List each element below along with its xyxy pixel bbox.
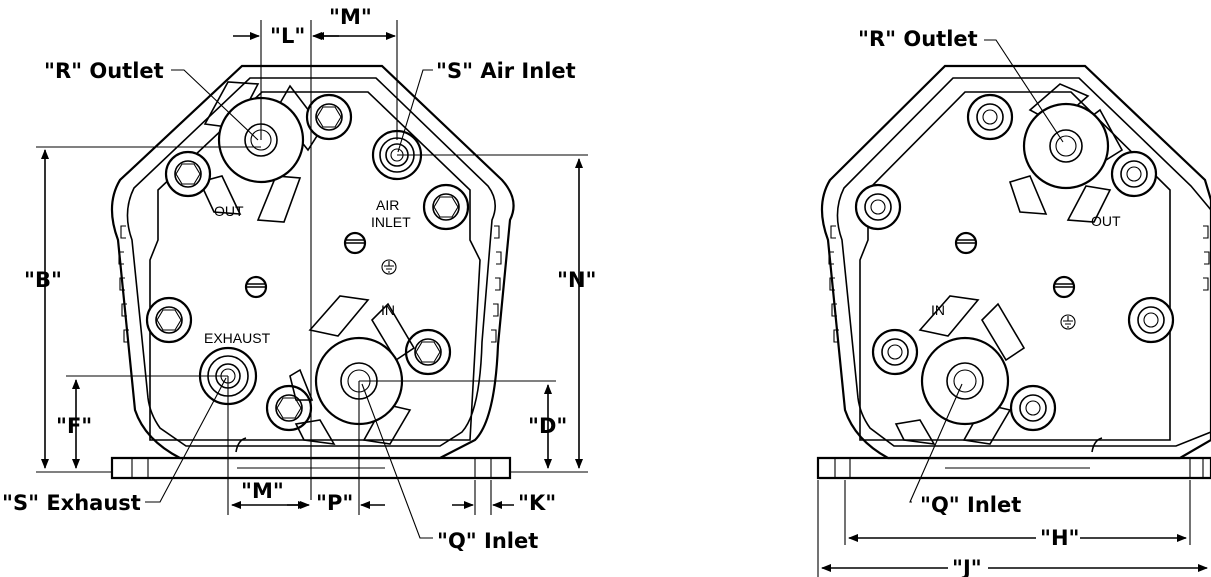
label-H: "H" — [1040, 526, 1079, 550]
left-screw — [244, 275, 268, 299]
left-housing-inner — [126, 77, 496, 447]
right-bolt — [1110, 150, 1158, 198]
marking-out: OUT — [214, 203, 244, 219]
right-screw — [1052, 275, 1076, 299]
label-D: "D" — [528, 414, 567, 438]
left-pump-view: OUT AIR INLET EXHAUST IN — [36, 20, 588, 539]
left-bolt — [305, 93, 353, 141]
right-pump-view: OUT IN — [816, 39, 1211, 577]
label-J: "J" — [952, 556, 982, 577]
marking-out-right: OUT — [1091, 213, 1121, 229]
left-screw — [343, 231, 367, 255]
label-F: "F" — [56, 414, 92, 438]
label-r-outlet-right: "R" Outlet — [858, 27, 978, 51]
label-r-outlet-left: "R" Outlet — [44, 59, 164, 83]
left-bolt — [164, 150, 212, 198]
left-bolt — [265, 384, 313, 432]
label-K: "K" — [518, 491, 556, 515]
marking-in-right: IN — [931, 302, 945, 318]
label-s-air-inlet: "S" Air Inlet — [436, 59, 576, 83]
label-s-exhaust: "S" Exhaust — [2, 491, 141, 515]
label-M-bottom: "M" — [241, 479, 284, 503]
label-q-inlet-left: "Q" Inlet — [437, 529, 538, 553]
marking-inlet: INLET — [371, 214, 411, 230]
label-M-top: "M" — [329, 5, 372, 29]
left-front-plate — [149, 91, 481, 441]
label-q-inlet-right: "Q" Inlet — [920, 493, 1021, 517]
right-bolt — [1009, 384, 1057, 432]
right-inlet-port — [894, 295, 1026, 446]
marking-in: IN — [381, 302, 395, 318]
marking-exhaust: EXHAUST — [204, 330, 271, 346]
label-L: "L" — [270, 24, 305, 48]
label-N: "N" — [557, 268, 596, 292]
left-ground-symbol — [381, 259, 397, 275]
right-bolt — [854, 183, 902, 231]
right-housing-inner — [836, 77, 1211, 447]
left-bolt — [422, 183, 470, 231]
left-bolt — [145, 296, 193, 344]
right-bolt — [966, 93, 1014, 141]
right-bolt — [1127, 296, 1175, 344]
right-screw — [954, 231, 978, 255]
marking-air: AIR — [376, 197, 399, 213]
left-bolt — [404, 328, 452, 376]
right-outlet-port — [1008, 83, 1124, 223]
label-B: "B" — [24, 268, 62, 292]
right-ground-symbol — [1060, 314, 1076, 330]
right-bolt — [871, 328, 919, 376]
label-P: "P" — [316, 491, 353, 515]
